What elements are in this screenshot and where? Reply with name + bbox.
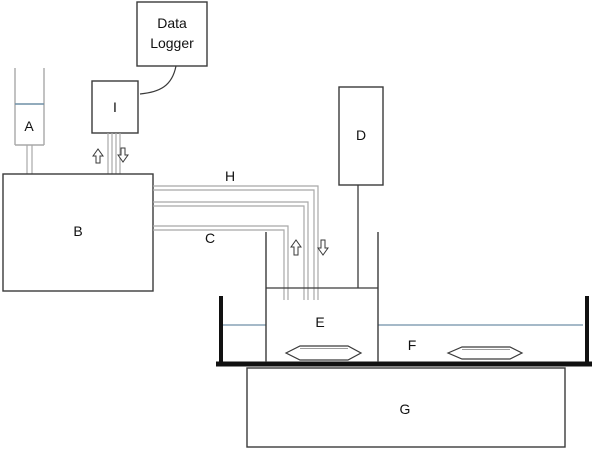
label-i: I	[113, 99, 117, 115]
logger-cable	[139, 65, 177, 95]
flow-up-arrow-icon	[290, 239, 302, 256]
component-d: D	[338, 86, 384, 288]
label-h: H	[225, 168, 235, 184]
data-logger-label-line2: Logger	[150, 35, 194, 51]
component-b: B	[2, 173, 154, 292]
label-e: E	[315, 314, 324, 330]
specimen-e	[284, 345, 363, 361]
component-f: F	[216, 296, 592, 367]
label-d: D	[356, 127, 366, 143]
label-a: A	[24, 118, 34, 134]
component-i: I	[91, 80, 139, 134]
data-logger: Data Logger	[136, 1, 208, 67]
tube-h	[153, 185, 319, 300]
data-logger-label-line1: Data	[157, 15, 187, 31]
component-g: G	[246, 367, 566, 448]
component-e: E	[265, 232, 379, 362]
label-f: F	[408, 337, 417, 353]
tube-c	[153, 225, 289, 300]
tubes-i-to-b	[107, 133, 121, 174]
label-g: G	[400, 401, 411, 417]
specimen-f	[446, 346, 524, 360]
label-b: B	[73, 223, 82, 239]
label-c: C	[205, 230, 215, 246]
flow-down-arrow-icon	[117, 147, 129, 163]
flow-down-arrow-icon	[317, 239, 329, 256]
flow-up-arrow-icon	[92, 148, 104, 164]
component-a: A	[14, 68, 45, 174]
